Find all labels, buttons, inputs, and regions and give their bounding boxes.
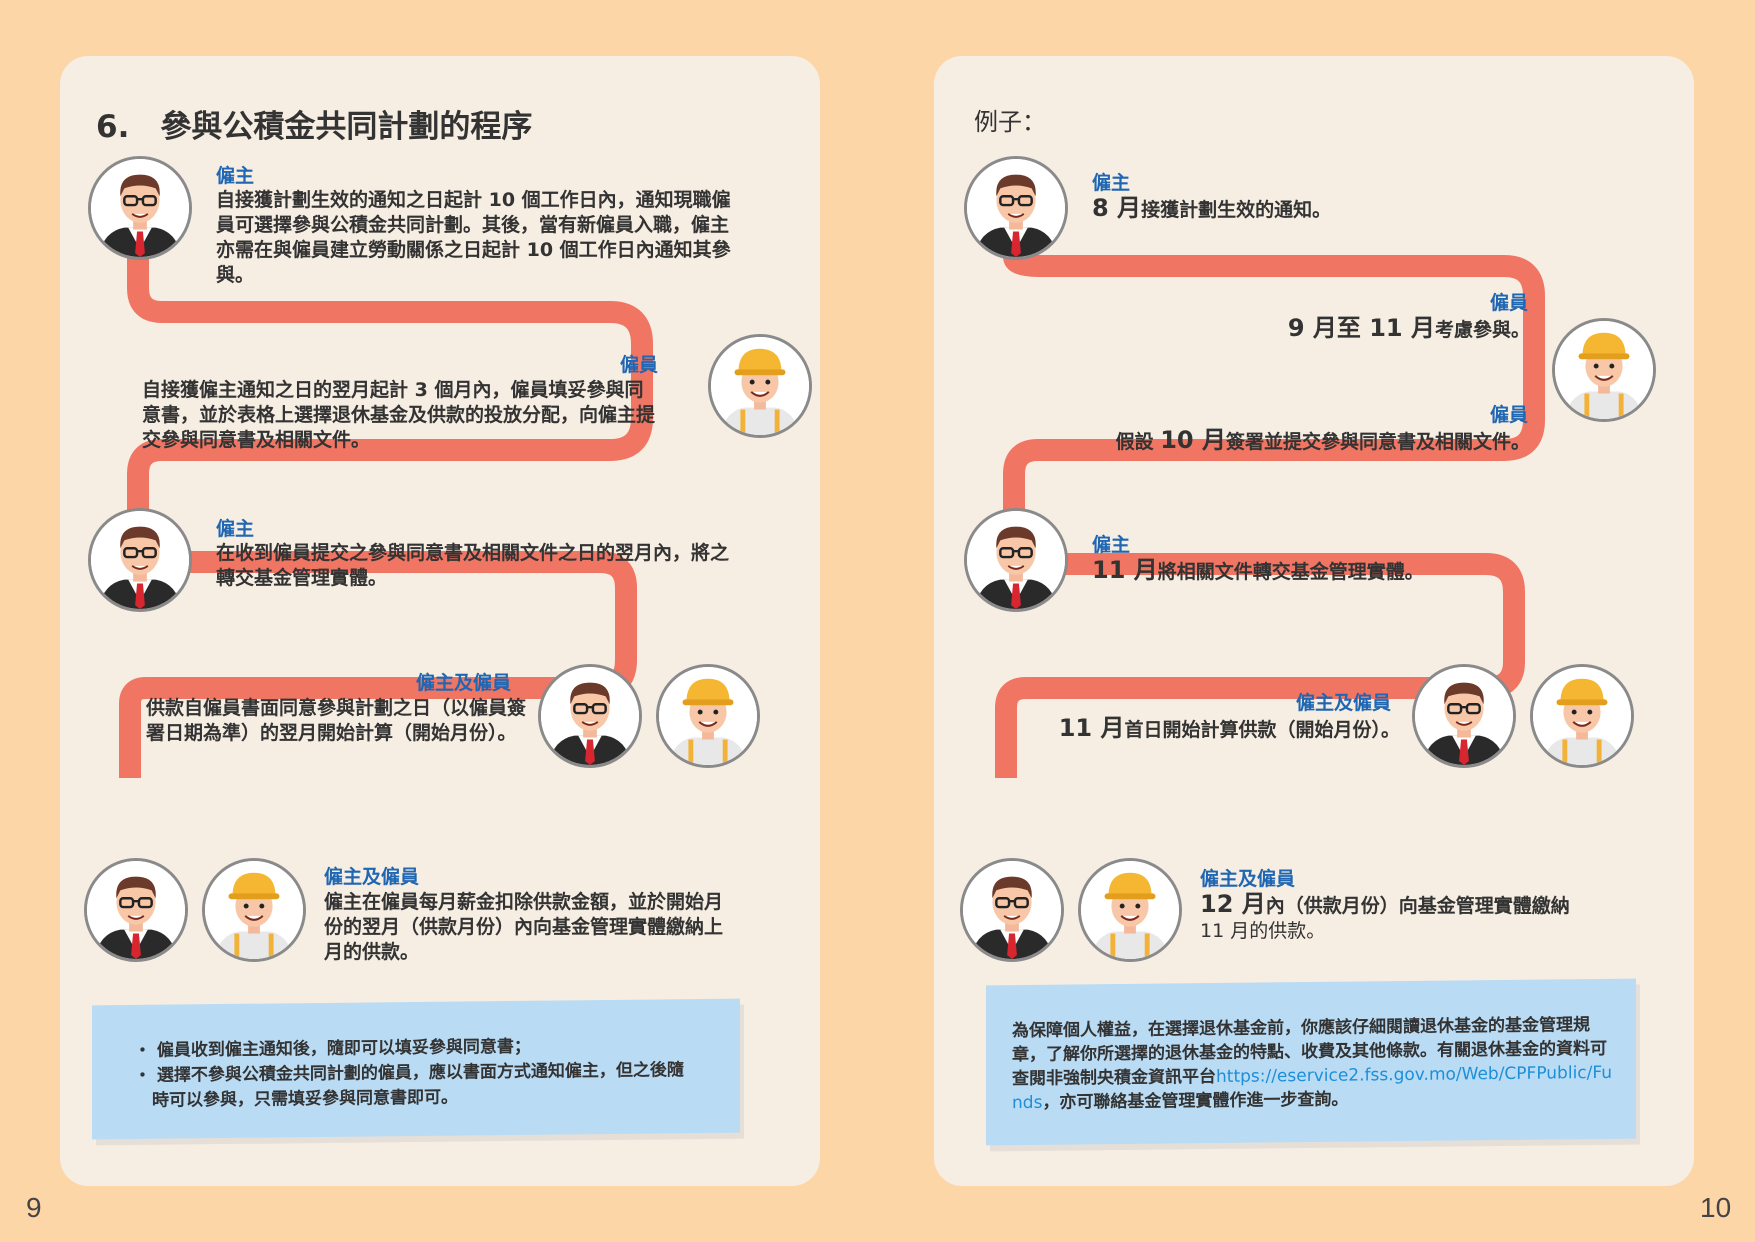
step-text: 供款自僱員書面同意參與計劃之日（以僱員簽署日期為準）的翌月開始計算（開始月份）。 bbox=[146, 697, 527, 744]
page-number-right: 10 bbox=[1700, 1192, 1732, 1223]
note-text: 為保障個人權益，在選擇退休基金前，你應該仔細閱讀退休基金的基金管理規章，了解你所… bbox=[1012, 1015, 1612, 1114]
employer-avatar bbox=[538, 664, 642, 768]
step-role: 僱主及僱員 bbox=[1200, 868, 1296, 890]
left-page-panel: 6. 參與公積金共同計劃的程序 僱主 自接獲計劃生效的通知之日起計 10 個工作… bbox=[60, 56, 820, 1186]
note-item: ・ 選擇不參與公積金共同計劃的僱員，應以書面方式通知僱主，但之後隨時可以參與，只… bbox=[134, 1060, 684, 1111]
reminder-note: ・ 僱員收到僱主通知後，隨即可以填妥參與同意書； ・ 選擇不參與公積金共同計劃的… bbox=[92, 998, 740, 1140]
employee-avatar bbox=[202, 858, 306, 962]
step-role: 僱主及僱員 bbox=[1296, 692, 1392, 714]
step-text: 8 月接獲計劃生效的通知。 bbox=[1092, 194, 1332, 222]
step-text: 9 月至 11 月考慮參與。 bbox=[1287, 314, 1530, 342]
employer-avatar bbox=[1412, 664, 1516, 768]
example-title: 例子： bbox=[974, 108, 1046, 136]
reminder-note: 為保障個人權益，在選擇退休基金前，你應該仔細閱讀退休基金的基金管理規章，了解你所… bbox=[986, 978, 1636, 1146]
step-text: 在收到僱員提交之參與同意書及相關文件之日的翌月內，將之轉交基金管理實體。 bbox=[216, 542, 730, 589]
step-role: 僱主 bbox=[1092, 172, 1131, 194]
step-role: 僱員 bbox=[1490, 404, 1529, 426]
page-number-left: 9 bbox=[26, 1192, 42, 1223]
employer-avatar bbox=[88, 508, 192, 612]
step-role: 僱主及僱員 bbox=[416, 672, 512, 694]
employer-avatar bbox=[84, 858, 188, 962]
employer-avatar bbox=[964, 156, 1068, 260]
employer-avatar bbox=[88, 156, 192, 260]
employee-avatar bbox=[1078, 858, 1182, 962]
step-text: 自接獲計劃生效的通知之日起計 10 個工作日內，通知現職僱員可選擇參與公積金共同… bbox=[216, 189, 731, 286]
employee-avatar bbox=[1552, 318, 1656, 422]
page-title: 6. 參與公積金共同計劃的程序 bbox=[96, 109, 533, 145]
step-text: 自接獲僱主通知之日的翌月起計 3 個月內，僱員填妥參與同意書，並於表格上選擇退休… bbox=[142, 379, 656, 451]
step-text: 僱主在僱員每月薪金扣除供款金額，並於開始月份的翌月（供款月份）內向基金管理實體繳… bbox=[324, 891, 724, 963]
step-text: 假設 10 月簽署並提交參與同意書及相關文件。 bbox=[1115, 426, 1530, 454]
step-role: 僱主及僱員 bbox=[324, 866, 420, 888]
employer-avatar bbox=[964, 508, 1068, 612]
step-role: 僱主 bbox=[216, 165, 255, 187]
employer-avatar bbox=[960, 858, 1064, 962]
employee-avatar bbox=[656, 664, 760, 768]
step-role: 僱員 bbox=[1490, 292, 1529, 314]
step-text: 11 月首日開始計算供款（開始月份）。 bbox=[1058, 714, 1400, 742]
employee-avatar bbox=[1530, 664, 1634, 768]
step-text: 11 月將相關文件轉交基金管理實體。 bbox=[1092, 556, 1424, 584]
step-role: 僱主 bbox=[216, 518, 255, 540]
step-role: 僱主 bbox=[1092, 534, 1131, 556]
employee-avatar bbox=[708, 334, 812, 438]
step-role: 僱員 bbox=[620, 354, 659, 376]
right-page-panel: 例子： 僱主 8 月接獲計劃生效的通知。 僱員 9 月至 11 月考慮參與。 僱… bbox=[934, 56, 1694, 1186]
